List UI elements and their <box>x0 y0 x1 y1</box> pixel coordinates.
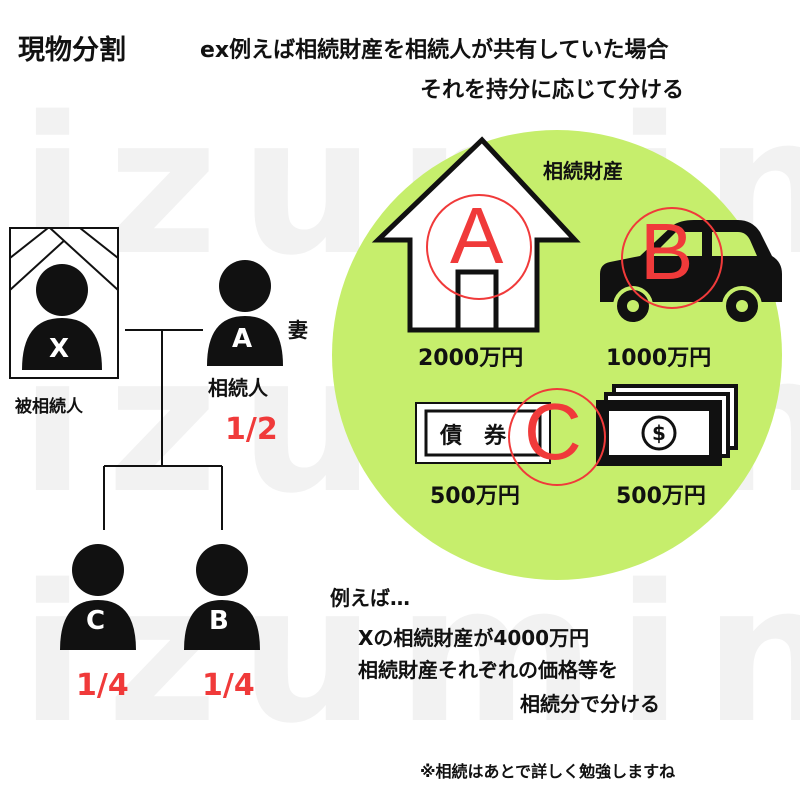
subtitle-line-1: ex例えば相続財産を相続人が共有していた場合 <box>200 38 669 63</box>
example-heading: 例えば… <box>330 586 410 610</box>
person-c-letter: C <box>86 606 106 636</box>
person-a-letter: A <box>232 324 253 354</box>
bond-value: 500万円 <box>430 484 520 509</box>
car-value: 1000万円 <box>606 346 712 371</box>
example-line-2: 相続財産それぞれの価格等を <box>358 658 618 682</box>
example-line-3: 相続分で分ける <box>520 692 660 716</box>
bond-mark: C <box>524 387 582 476</box>
red-highlight-circles <box>426 194 723 486</box>
bond-icon <box>415 402 551 464</box>
house-value: 2000万円 <box>418 346 524 371</box>
estate-circle <box>332 130 782 580</box>
child-c-share: 1/4 <box>76 668 129 703</box>
family-tree-lines <box>103 329 223 530</box>
person-c-icon <box>60 544 136 650</box>
person-a-icon <box>207 260 283 366</box>
person-x-letter: X <box>49 334 70 364</box>
bond-text: 債 券 <box>440 424 507 449</box>
subtitle-line-2: それを持分に応じて分ける <box>420 78 685 103</box>
child-b-share: 1/4 <box>202 668 255 703</box>
car-icon <box>600 220 782 326</box>
person-b-icon <box>184 544 260 650</box>
house-mark: A <box>450 191 504 280</box>
estate-label: 相続財産 <box>543 159 623 183</box>
cash-value: 500万円 <box>616 484 706 509</box>
car-mark: B <box>640 207 694 296</box>
page-title: 現物分割 <box>18 35 126 66</box>
person-x-icon <box>22 264 102 370</box>
heir-label: 相続人 <box>208 376 268 400</box>
spouse-share: 1/2 <box>225 412 278 447</box>
deceased-label: 被相続人 <box>15 397 83 417</box>
house-icon <box>371 136 581 333</box>
spouse-tag: 妻 <box>288 318 308 342</box>
example-line-1: Xの相続財産が4000万円 <box>358 626 590 650</box>
person-b-letter: B <box>209 606 229 636</box>
watermark-text: izumin <box>20 544 800 765</box>
cash-icon <box>596 384 738 466</box>
footnote: ※相続はあとで詳しく勉強しますね <box>420 762 676 781</box>
dollar-sign: $ <box>652 421 666 445</box>
